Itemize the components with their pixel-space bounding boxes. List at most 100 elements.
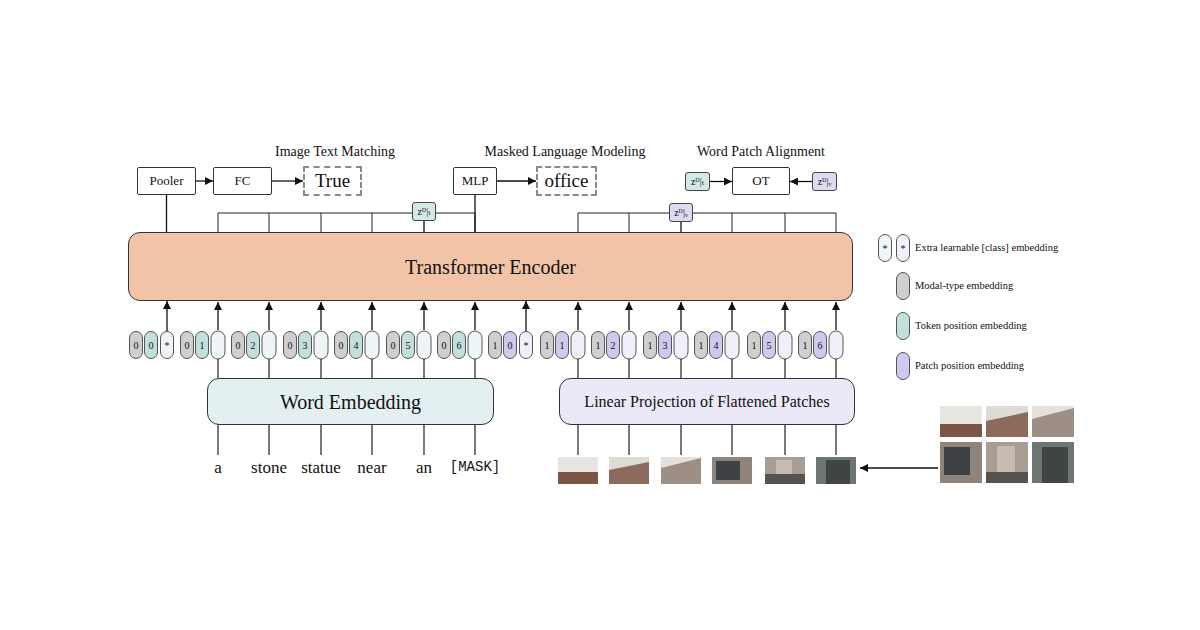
image-patch: [609, 457, 649, 484]
input-arrow: [628, 302, 629, 330]
node-text: 5: [767, 340, 772, 351]
patch-position-pill: 1: [555, 331, 569, 359]
legend-text: Modal-type embedding: [915, 279, 1155, 293]
modal-type-pill: 1: [591, 331, 605, 359]
input-word: near: [347, 458, 397, 478]
legend-text: Patch position embedding: [915, 359, 1155, 373]
node-text: 2: [251, 340, 256, 351]
node-text: zᴰ|ᵥ: [818, 176, 832, 187]
node-text: zᴰ|ₜ: [691, 176, 704, 187]
node-text: 4: [354, 340, 359, 351]
patch-embedding-pill: [829, 331, 843, 359]
node-text: 1: [560, 340, 565, 351]
legend-sample: *: [878, 234, 892, 262]
process-box: OT: [732, 167, 790, 195]
token-embedding-pill: [365, 331, 379, 359]
task-heading: Image Text Matching: [235, 144, 435, 161]
token-position-pill: 6: [452, 331, 466, 359]
modal-type-pill: 1: [540, 331, 554, 359]
connector-arrow: [790, 181, 812, 182]
image-patch: [765, 474, 805, 484]
node-text: 6: [818, 340, 823, 351]
output-box: office: [536, 166, 597, 196]
feature-box: zᴰ|ᵥ: [812, 172, 837, 191]
token-embedding-pill: [468, 331, 482, 359]
legend-swatch: [896, 352, 910, 380]
node-text: 0: [185, 340, 190, 351]
node-text: zᴰ|ₜ: [417, 206, 430, 217]
source-image: [940, 424, 982, 437]
connector-arrow: [710, 181, 732, 182]
node-text: 5: [406, 340, 411, 351]
modal-type-pill: 1: [694, 331, 708, 359]
token-position-pill: 0: [144, 331, 158, 359]
node-text: Transformer Encoder: [405, 256, 576, 278]
output-bracket: [578, 213, 836, 232]
input-word: a: [193, 458, 243, 478]
node-text: 1: [752, 340, 757, 351]
image-patch: [661, 458, 701, 484]
node-text: 4: [714, 340, 719, 351]
patch-position-pill: 0: [503, 331, 517, 359]
node-text: Linear Projection of Flattened Patches: [584, 393, 829, 411]
patch-position-pill: 3: [658, 331, 672, 359]
node-text: office: [545, 171, 589, 192]
connector-arrow: [525, 301, 526, 331]
node-text: zᴰ|ᵥ: [674, 207, 688, 218]
image-patch: [558, 457, 598, 484]
connector-arrow: [166, 301, 167, 331]
patch-embedding-pill: [778, 331, 792, 359]
image-patch: [712, 457, 752, 484]
input-word: statue: [294, 458, 348, 478]
token-position-pill: 1: [195, 331, 209, 359]
task-heading: Word Patch Alignment: [661, 144, 861, 161]
source-image: [986, 442, 1028, 483]
node-text: 0: [236, 340, 241, 351]
image-patch: [558, 457, 856, 484]
process-box: FC: [213, 167, 272, 195]
node-text: *: [524, 340, 529, 351]
input-arrow: [680, 302, 681, 330]
patch-position-pill: 5: [762, 331, 776, 359]
class-token-pill: *: [160, 331, 174, 359]
node-text: 6: [457, 340, 462, 351]
legend-swatch: [896, 312, 910, 340]
input-arrow: [474, 302, 475, 330]
input-word: [MASK]: [443, 459, 507, 476]
token-embedding-pill: [314, 331, 328, 359]
input-arrow: [320, 302, 321, 330]
modal-type-pill: 0: [437, 331, 451, 359]
input-arrow: [217, 302, 218, 330]
encoder-block: Transformer Encoder: [128, 232, 853, 301]
input-word: stone: [242, 458, 296, 478]
modal-type-pill: 0: [180, 331, 194, 359]
input-arrow: [835, 302, 836, 330]
patch-embedding-pill: [674, 331, 688, 359]
modal-type-pill: 1: [798, 331, 812, 359]
feature-box: zᴰ|ₜ: [685, 172, 710, 191]
source-image: [940, 442, 982, 483]
legend-swatch: [896, 272, 910, 300]
node-text: 0: [134, 340, 139, 351]
input-word: an: [399, 458, 449, 478]
source-image: [986, 406, 1028, 437]
source-image: [1042, 447, 1068, 483]
node-text: 2: [611, 340, 616, 351]
node-text: 1: [493, 340, 498, 351]
modal-type-pill: 0: [283, 331, 297, 359]
node-text: 0: [149, 340, 154, 351]
modal-type-pill: 0: [231, 331, 245, 359]
modal-type-pill: 1: [488, 331, 502, 359]
input-arrow: [577, 302, 578, 330]
connector-arrow: [272, 180, 303, 181]
modal-type-pill: 0: [334, 331, 348, 359]
node-text: 3: [303, 340, 308, 351]
task-heading: Masked Language Modeling: [455, 144, 675, 161]
node-text: MLP: [462, 174, 489, 188]
source-image: [1032, 442, 1074, 483]
legend-text: Token position embedding: [915, 319, 1155, 333]
image-patch: [826, 460, 850, 484]
source-image: [1032, 408, 1074, 437]
connector-arrow: [497, 180, 536, 181]
embedding-wire: [218, 359, 836, 455]
